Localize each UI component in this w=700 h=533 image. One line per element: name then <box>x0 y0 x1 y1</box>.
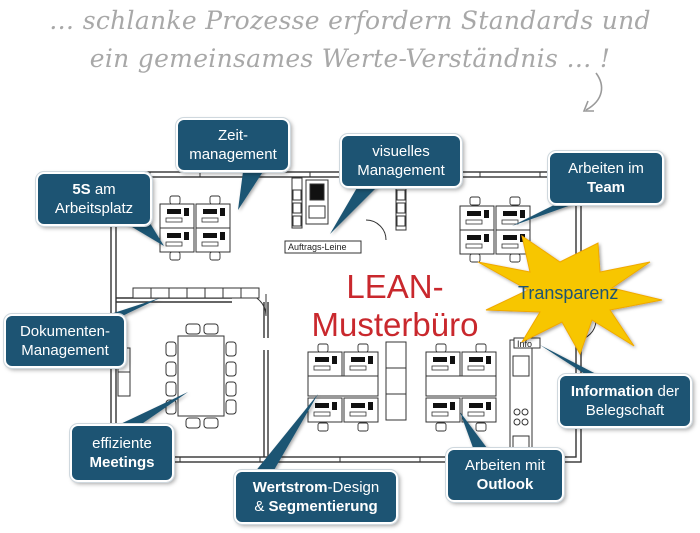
callout-information-line2: Belegschaft <box>585 402 665 419</box>
meeting-table <box>165 323 237 429</box>
tagline-line-2: ein gemeinsames Werte-Verständnis … ! <box>89 44 611 73</box>
callout-dokumenten-management: Dokumenten- Management <box>3 313 127 369</box>
callout-wertstrom-bold: Wertstrom <box>252 479 328 496</box>
callout-meetings-line1: effiziente <box>92 435 152 452</box>
lean-line-2: Musterbüro <box>311 306 479 343</box>
callout-arbeiten-mit-outlook: Arbeiten mit Outlook <box>445 447 565 503</box>
info-label: Info <box>517 339 533 349</box>
lean-musterbuero-title: LEAN- Musterbüro <box>300 268 490 344</box>
center-shelf <box>385 341 407 421</box>
callout-5s-line1: 5S am <box>38 180 150 199</box>
callout-wertstrom-line2: & Segmentierung <box>236 497 396 516</box>
callout-wertstrom-amp: & <box>254 498 269 515</box>
callout-dokumenten-line1: Dokumenten- <box>19 323 111 340</box>
callout-pointers <box>98 164 600 484</box>
callout-wertstrom-design: Wertstrom-Design & Segmentierung <box>233 469 399 525</box>
callout-outlook-line1: Arbeiten mit <box>464 457 546 474</box>
callout-visuelles-line2: Management <box>357 162 445 179</box>
callout-5s-am-arbeitsplatz: 5S am Arbeitsplatz <box>35 171 153 227</box>
lean-line-1: LEAN- <box>346 268 444 305</box>
callout-effiziente-meetings: effiziente Meetings <box>69 423 175 483</box>
hand-arrow-icon <box>585 72 603 111</box>
callout-information-der-belegschaft: Information der Belegschaft <box>557 373 693 429</box>
auftrags-leine-label: Auftrags-Leine <box>288 242 347 252</box>
desk-cluster-bottom-right <box>425 343 497 432</box>
transparenz-burst <box>477 234 663 356</box>
callout-5s-rest: am <box>90 181 116 198</box>
callout-visuelles-management: visuelles Management <box>339 133 463 189</box>
callout-wertstrom-seg: Segmentierung <box>268 498 378 515</box>
door-top <box>365 219 387 241</box>
auftrags-leine-board <box>284 240 362 254</box>
callout-information-bold: Information <box>570 383 654 400</box>
callout-zeit-line1: Zeit- <box>218 127 248 144</box>
visual-management-area <box>291 177 407 231</box>
callout-zeitmanagement: Zeit- management <box>175 117 291 173</box>
callout-information-line1: Information der <box>560 382 690 401</box>
desk-cluster-top-left <box>159 195 231 261</box>
callout-arbeiten-im-team: Arbeiten im Team <box>547 150 665 206</box>
callout-visuelles-line1: visuelles <box>372 143 430 160</box>
callout-information-rest: der <box>653 383 680 400</box>
desk-cluster-top-right <box>459 196 531 263</box>
callout-dokumenten-line2: Management <box>21 342 109 359</box>
callout-team-line2: Team <box>586 179 626 196</box>
transparenz-label: Transparenz <box>518 283 619 303</box>
callout-zeit-line2: management <box>189 146 277 163</box>
callout-wertstrom-line1: Wertstrom-Design <box>236 478 396 497</box>
callout-meetings-line2: Meetings <box>89 454 155 471</box>
desk-cluster-bottom-center <box>307 343 379 432</box>
tagline-line-1: … schlanke Prozesse erfordern Standards … <box>49 6 651 35</box>
kitchen <box>509 339 533 453</box>
callout-outlook-line2: Outlook <box>476 476 534 493</box>
callout-team-line1: Arbeiten im <box>568 160 644 177</box>
callout-5s-line2: Arbeitsplatz <box>54 200 134 217</box>
callout-wertstrom-rest: -Design <box>327 479 380 496</box>
callout-5s-bold: 5S <box>72 181 91 198</box>
